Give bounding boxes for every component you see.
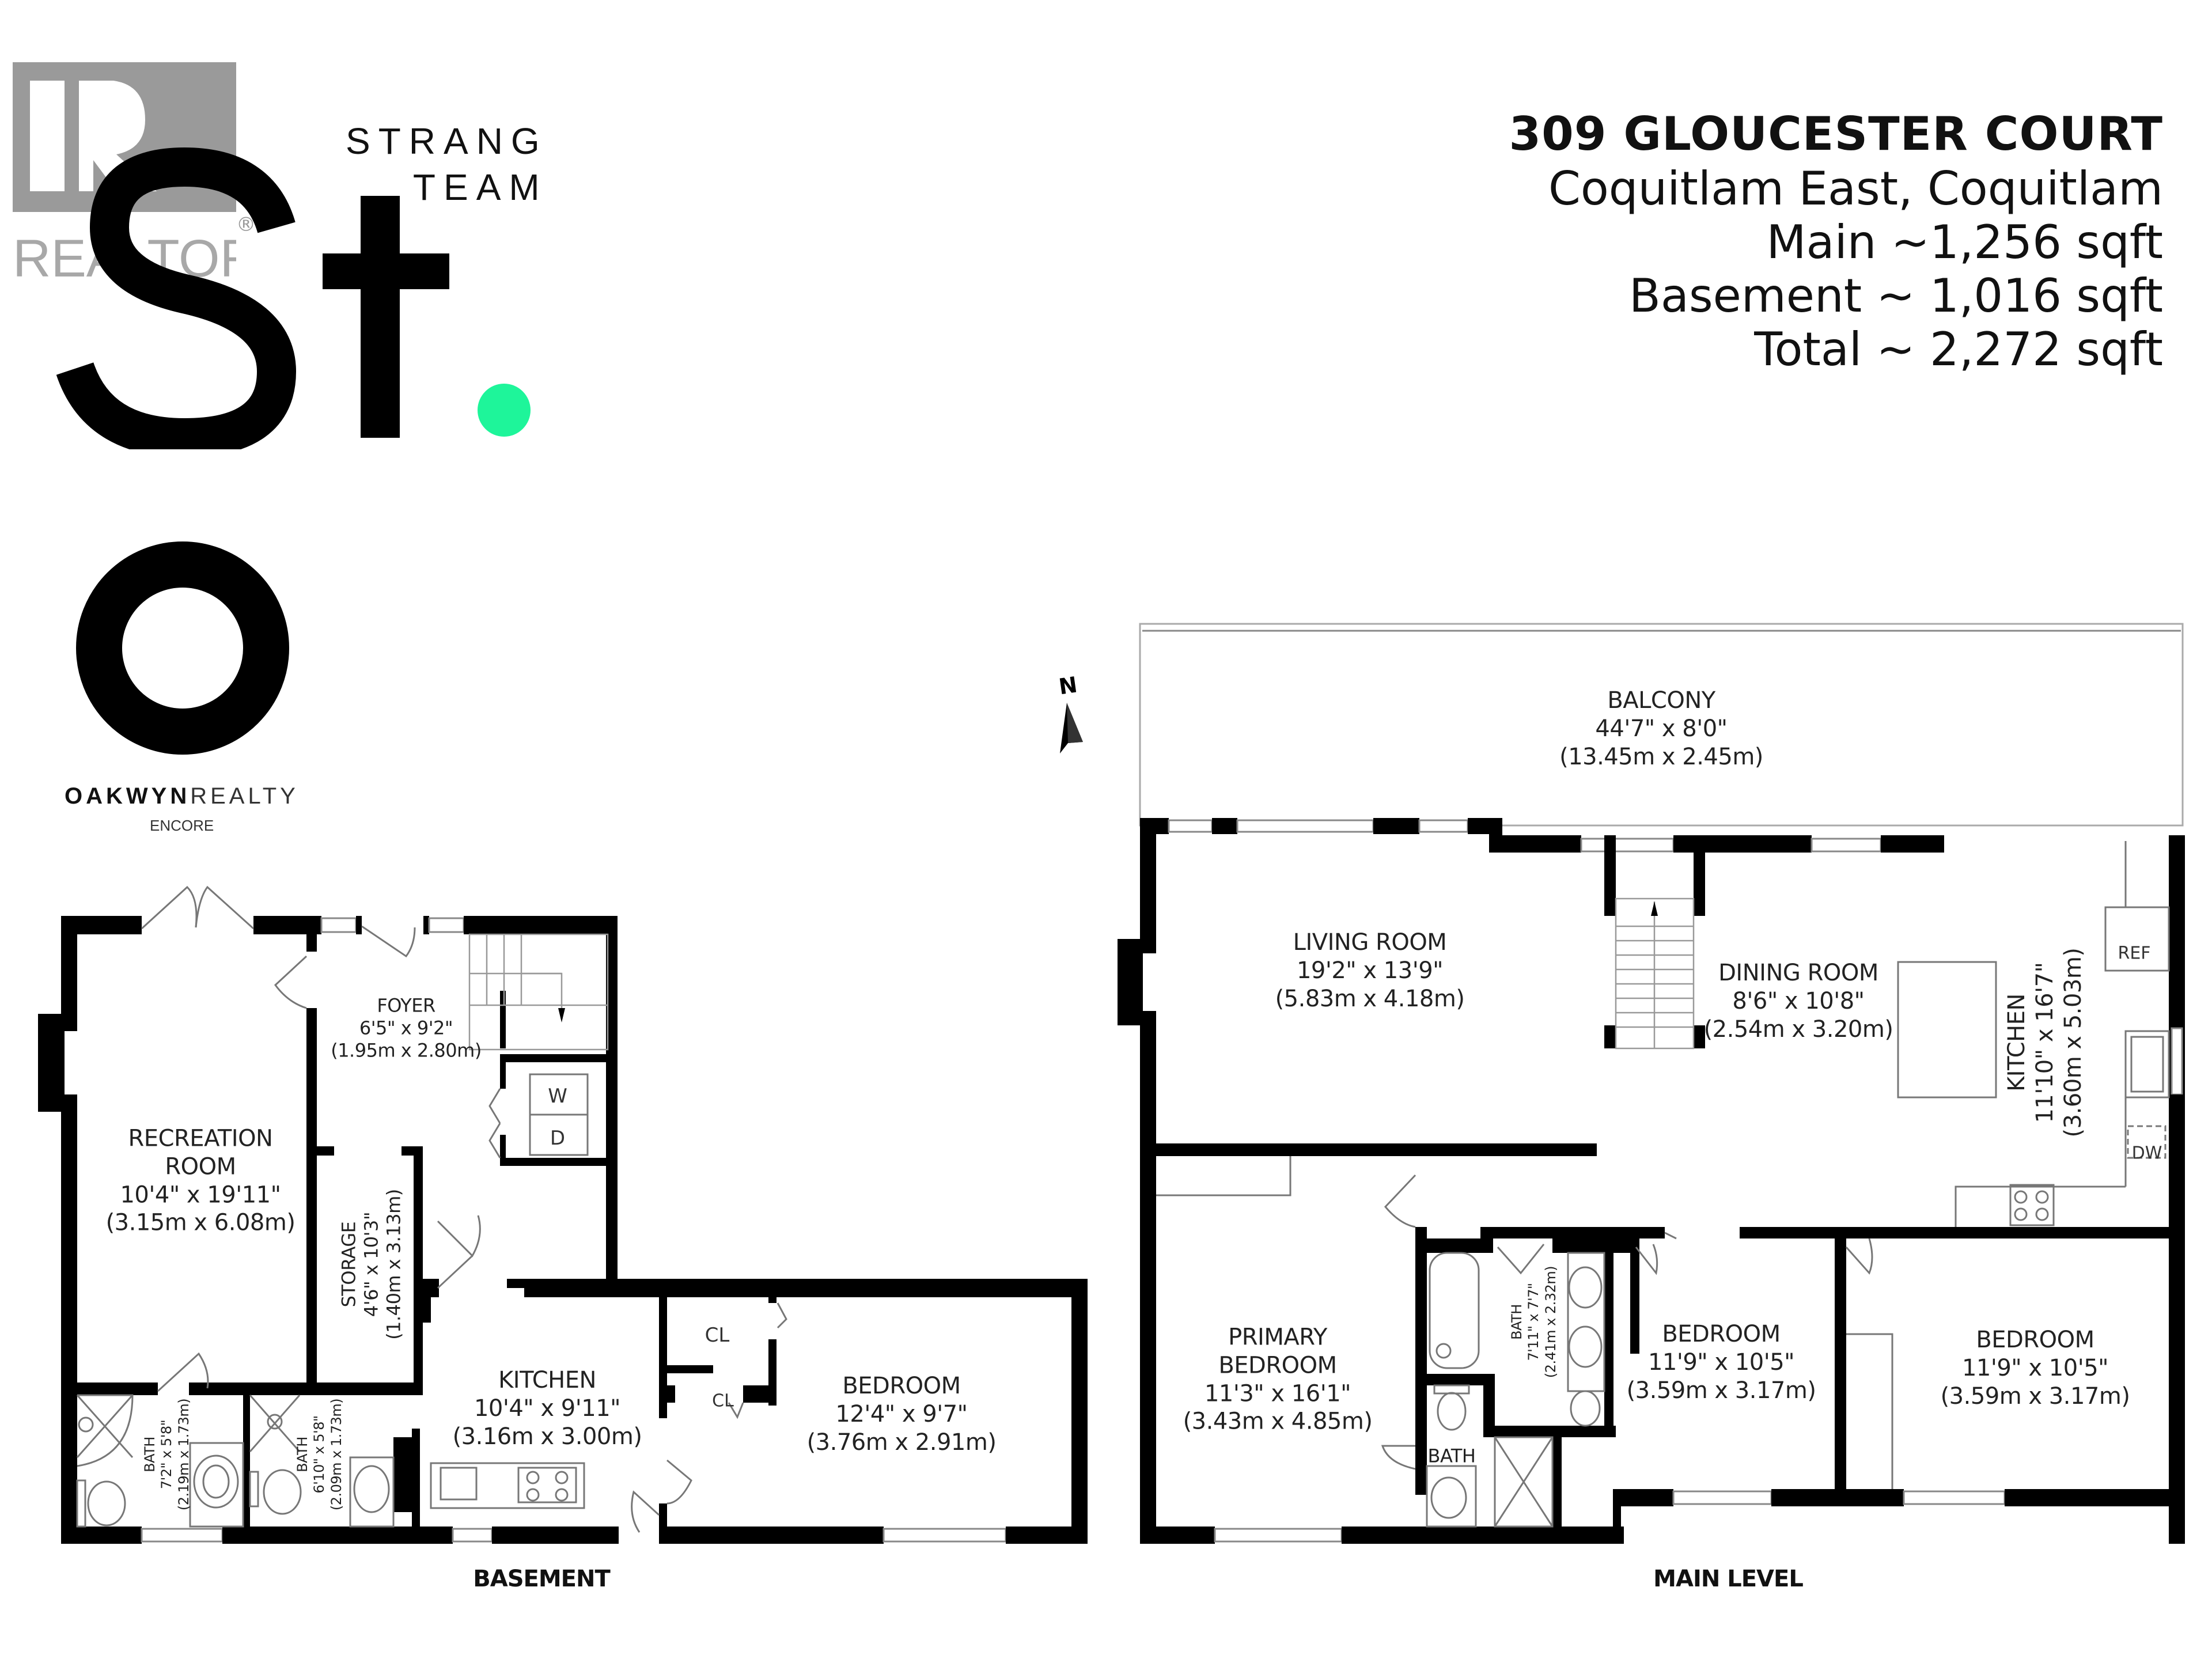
room-metric: (3.16m x 3.00m) (452, 1423, 642, 1450)
oakwyn-encore: ENCORE (150, 817, 214, 834)
room-label-bedroom-2: BEDROOM 11'9" x 10'5" (3.59m x 3.17m) (1627, 1320, 1816, 1404)
closet-label-2: CL (712, 1391, 734, 1411)
room-name: PRIMARY (1228, 1324, 1327, 1351)
room-name: BEDROOM (1976, 1326, 2094, 1353)
room-imperial: 10'4" x 19'11" (120, 1181, 281, 1208)
room-name-line2: BEDROOM (1218, 1352, 1337, 1379)
room-name: BATH (142, 1437, 158, 1472)
room-imperial: 19'2" x 13'9" (1296, 957, 1444, 984)
svg-text:N: N (1057, 672, 1079, 699)
main-level-title: MAIN LEVEL (1653, 1566, 1804, 1592)
room-metric: (3.60m x 5.03m) (2059, 948, 2086, 1138)
room-metric: (3.15m x 6.08m) (105, 1209, 296, 1236)
room-label-living-room: LIVING ROOM 19'2" x 13'9" (5.83m x 4.18m… (1275, 929, 1465, 1013)
dryer-label: D (550, 1127, 566, 1150)
basement-walls (38, 885, 1088, 1544)
dishwasher-label: DW (2131, 1143, 2162, 1164)
room-label-main-kitchen: KITCHEN 11'10" x 16'7" (3.60m x 5.03m) (2003, 948, 2087, 1138)
closet-label-1: CL (704, 1324, 730, 1347)
room-name: FOYER (377, 994, 435, 1017)
room-label-storage: STORAGE 4'6" x 10'3" (1.40m x 3.13m) (338, 1189, 405, 1340)
room-metric: (2.19m x 1.73m) (175, 1398, 192, 1511)
room-label-dining-room: DINING ROOM 8'6" x 10'8" (2.54m x 3.20m) (1704, 959, 1893, 1043)
room-metric: (3.76m x 2.91m) (806, 1429, 997, 1456)
strang-text: STRANG (346, 120, 548, 162)
room-imperial: 4'6" x 10'3" (360, 1211, 382, 1317)
room-metric: (2.41m x 2.32m) (1542, 1266, 1559, 1378)
main-sqft: Main ~1,256 sqft (1766, 215, 2163, 269)
room-label-bath-2: BATH 6'10" x 5'8" (2.09m x 1.73m) (294, 1399, 345, 1510)
room-metric: (13.45m x 2.45m) (1559, 743, 1763, 770)
room-name: BEDROOM (842, 1372, 961, 1399)
room-name: BATH (1427, 1445, 1476, 1467)
basement-title: BASEMENT (473, 1566, 610, 1592)
total-sqft: Total ~ 2,272 sqft (1754, 323, 2163, 376)
strang-team-st-logo (35, 81, 553, 458)
room-label-primary-bedroom: PRIMARY BEDROOM 11'3" x 16'1" (3.43m x 4… (1183, 1323, 1373, 1435)
room-imperial: 10'4" x 9'11" (474, 1395, 621, 1422)
room-metric: (1.95m x 2.80m) (331, 1039, 482, 1062)
oakwyn-wordmark: OAKWYNREALTY (65, 783, 299, 809)
washer-label: W (548, 1085, 567, 1108)
realty-text: REALTY (190, 783, 299, 809)
room-name-line2: ROOM (165, 1153, 236, 1180)
room-metric: (3.59m x 3.17m) (1626, 1377, 1816, 1404)
north-arrow-icon: N (1054, 668, 1112, 763)
accent-dot-icon (478, 384, 531, 437)
room-name: BATH (294, 1437, 311, 1472)
property-address: 309 GLOUCESTER COURT (1509, 107, 2163, 161)
room-metric: (3.59m x 3.17m) (1940, 1382, 2130, 1410)
room-name: BALCONY (1607, 687, 1715, 714)
room-name: LIVING ROOM (1293, 929, 1447, 956)
realtor-r-icon: REALTOR (13, 62, 258, 288)
room-label-balcony: BALCONY 44'7" x 8'0" (13.45m x 2.45m) (1559, 687, 1763, 771)
room-imperial: 11'9" x 10'5" (1647, 1349, 1795, 1376)
team-text: TEAM (412, 166, 548, 208)
room-name: BATH (1509, 1304, 1525, 1340)
room-imperial: 6'10" x 5'8" (311, 1415, 328, 1494)
room-label-recreation-room: RECREATION ROOM 10'4" x 19'11" (3.15m x … (106, 1124, 296, 1237)
room-imperial: 11'3" x 16'1" (1204, 1380, 1351, 1407)
room-name: KITCHEN (498, 1366, 596, 1393)
room-label-bath-1: BATH 7'2" x 5'8" (2.19m x 1.73m) (142, 1399, 192, 1510)
room-imperial: 7'2" x 5'8" (158, 1419, 175, 1490)
strang-team-wordmark: STRANG TEAM (346, 118, 548, 210)
room-name: BEDROOM (1662, 1320, 1781, 1347)
room-label-ensuite-bath: BATH 7'11" x 7'7" (2.41m x 2.32m) (1509, 1266, 1559, 1378)
room-name: STORAGE (338, 1221, 360, 1308)
room-imperial: 8'6" x 10'8" (1732, 987, 1865, 1014)
room-metric: (5.83m x 4.18m) (1275, 985, 1465, 1012)
main-level-walls (1118, 623, 2185, 1544)
room-imperial: 7'11" x 7'7" (1525, 1283, 1542, 1361)
room-metric: (3.43m x 4.85m) (1183, 1408, 1373, 1435)
room-metric: (1.40m x 3.13m) (382, 1189, 405, 1340)
property-summary: 309 GLOUCESTER COURT Coquitlam East, Coq… (1509, 107, 2163, 376)
room-label-basement-bedroom: BEDROOM 12'4" x 9'7" (3.76m x 2.91m) (807, 1372, 997, 1456)
room-label-basement-kitchen: KITCHEN 10'4" x 9'11" (3.16m x 3.00m) (453, 1366, 642, 1450)
room-imperial: 11'10" x 16'7" (2031, 962, 2058, 1123)
oakwyn-text: OAKWYN (65, 783, 191, 809)
room-imperial: 12'4" x 9'7" (835, 1400, 968, 1427)
basement-sqft: Basement ~ 1,016 sqft (1629, 269, 2163, 323)
room-name: DINING ROOM (1718, 959, 1878, 986)
room-metric: (2.54m x 3.20m) (1703, 1016, 1893, 1043)
room-imperial: 44'7" x 8'0" (1595, 715, 1728, 742)
room-label-bedroom-3: BEDROOM 11'9" x 10'5" (3.59m x 3.17m) (1941, 1326, 2130, 1410)
room-imperial: 6'5" x 9'2" (359, 1017, 453, 1039)
room-name: KITCHEN (2003, 994, 2030, 1092)
room-metric: (2.09m x 1.73m) (328, 1398, 344, 1511)
room-label-main-bath: BATH (1428, 1445, 1476, 1467)
room-name: RECREATION (128, 1125, 273, 1152)
room-imperial: 11'9" x 10'5" (1961, 1354, 2109, 1381)
property-area: Coquitlam East, Coquitlam (1548, 162, 2163, 215)
room-label-foyer: FOYER 6'5" x 9'2" (1.95m x 2.80m) (331, 994, 482, 1062)
fridge-label: REF (2118, 943, 2151, 964)
